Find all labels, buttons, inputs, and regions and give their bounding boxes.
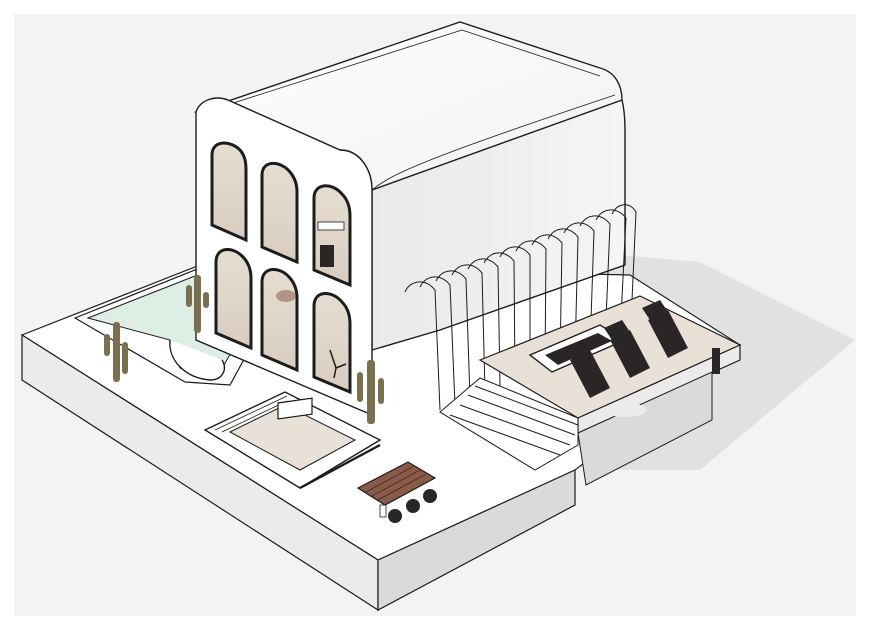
- lounger: [642, 300, 688, 358]
- sunken-lounge-edge: [299, 443, 381, 490]
- lounger: [604, 320, 650, 378]
- under-deck-light: [603, 403, 647, 417]
- cactus: [357, 360, 384, 424]
- interior-tv: [320, 245, 334, 267]
- arched-window: [210, 141, 248, 243]
- deck-stairs: [439, 377, 579, 471]
- pergola-ribs: [404, 204, 637, 411]
- cactus: [104, 322, 128, 382]
- arched-window: [312, 184, 352, 288]
- base-slab-right-face: [377, 469, 576, 611]
- deck-support-post: [712, 348, 720, 374]
- sunken-lounge-floor: [228, 404, 357, 471]
- fire-pit-box: [277, 397, 313, 420]
- deck-lower-soffit: [577, 371, 713, 486]
- picnic-table-top: [356, 461, 437, 506]
- arched-window: [214, 248, 253, 351]
- lounger: [565, 340, 610, 398]
- sunken-lounge-steps: [214, 395, 288, 433]
- interior-lamp: [276, 290, 296, 302]
- picnic-table-leg: [379, 504, 387, 518]
- arched-window: [260, 161, 299, 265]
- interior-chair: [329, 349, 347, 379]
- arched-doorway: [260, 268, 299, 373]
- cactus: [186, 275, 209, 333]
- pool-round-end: [169, 339, 226, 381]
- stool: [388, 509, 402, 523]
- roof-curve-line: [371, 94, 616, 191]
- interior-shelf: [317, 221, 345, 231]
- roof-edge-line: [204, 29, 463, 113]
- stool: [406, 499, 420, 513]
- picnic-table-slats: [365, 465, 427, 501]
- arched-window: [312, 292, 352, 395]
- roof-edge-line: [461, 29, 601, 77]
- window-group-upper: [210, 141, 352, 288]
- stool: [423, 489, 437, 503]
